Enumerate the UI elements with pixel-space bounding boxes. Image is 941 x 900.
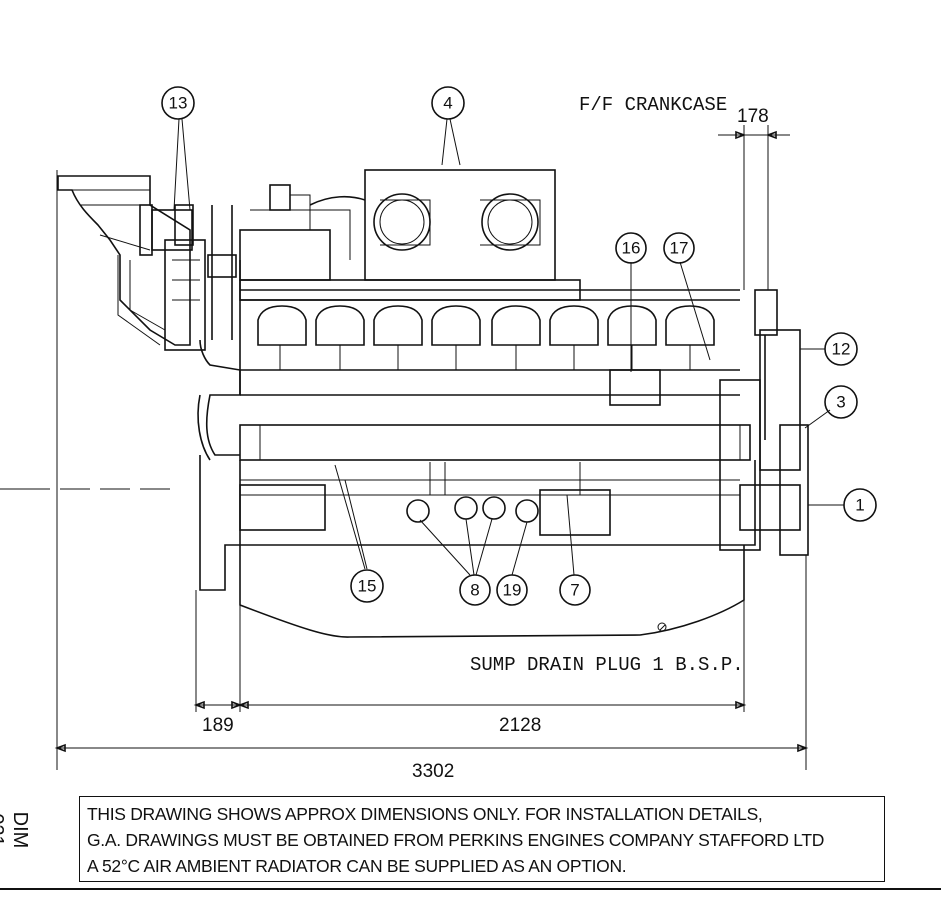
callout-3: 3 (824, 385, 858, 419)
mid-length-dimension: 2128 (499, 715, 541, 736)
sump-drain-label: SUMP DRAIN PLUG 1 B.S.P. (470, 654, 744, 676)
callout-13: 13 (161, 86, 195, 120)
svg-text:17: 17 (670, 239, 689, 258)
cylinder-heads (257, 305, 715, 370)
callout-17: 17 (663, 232, 695, 264)
callout-12: 12 (824, 332, 858, 366)
svg-text:4: 4 (443, 94, 452, 113)
overall-length-dimension: 3302 (412, 761, 454, 782)
svg-text:3: 3 (836, 393, 845, 412)
svg-text:19: 19 (503, 581, 522, 600)
callout-19: 19 (496, 574, 528, 606)
svg-text:12: 12 (832, 340, 851, 359)
front-overhang-dimension: 189 (202, 715, 234, 736)
engine-outline (57, 169, 809, 638)
svg-text:16: 16 (622, 239, 641, 258)
notes-box: THIS DRAWING SHOWS APPROX DIMENSIONS ONL… (79, 796, 885, 882)
callout-8: 8 (459, 574, 491, 606)
note-line-2: G.A. DRAWINGS MUST BE OBTAINED FROM PERK… (87, 830, 825, 850)
callout-15: 15 (350, 569, 384, 603)
callout-4: 4 (431, 86, 465, 120)
drawing-code: DIM 021 (0, 811, 31, 849)
svg-text:7: 7 (570, 581, 579, 600)
crankcase-offset-dimension: 178 (737, 106, 769, 127)
crankcase-label: F/F CRANKCASE (579, 94, 727, 116)
dimension-lines (0, 125, 809, 770)
callout-1: 1 (843, 488, 877, 522)
svg-text:15: 15 (358, 577, 377, 596)
bottom-rule (0, 888, 941, 890)
svg-text:8: 8 (470, 581, 479, 600)
svg-text:13: 13 (169, 94, 188, 113)
callout-16: 16 (615, 232, 647, 264)
note-line-1: THIS DRAWING SHOWS APPROX DIMENSIONS ONL… (87, 804, 763, 824)
leader-lines (173, 118, 844, 576)
svg-text:1: 1 (855, 496, 864, 515)
note-line-3: A 52°C AIR AMBIENT RADIATOR CAN BE SUPPL… (87, 856, 627, 876)
callout-7: 7 (559, 574, 591, 606)
